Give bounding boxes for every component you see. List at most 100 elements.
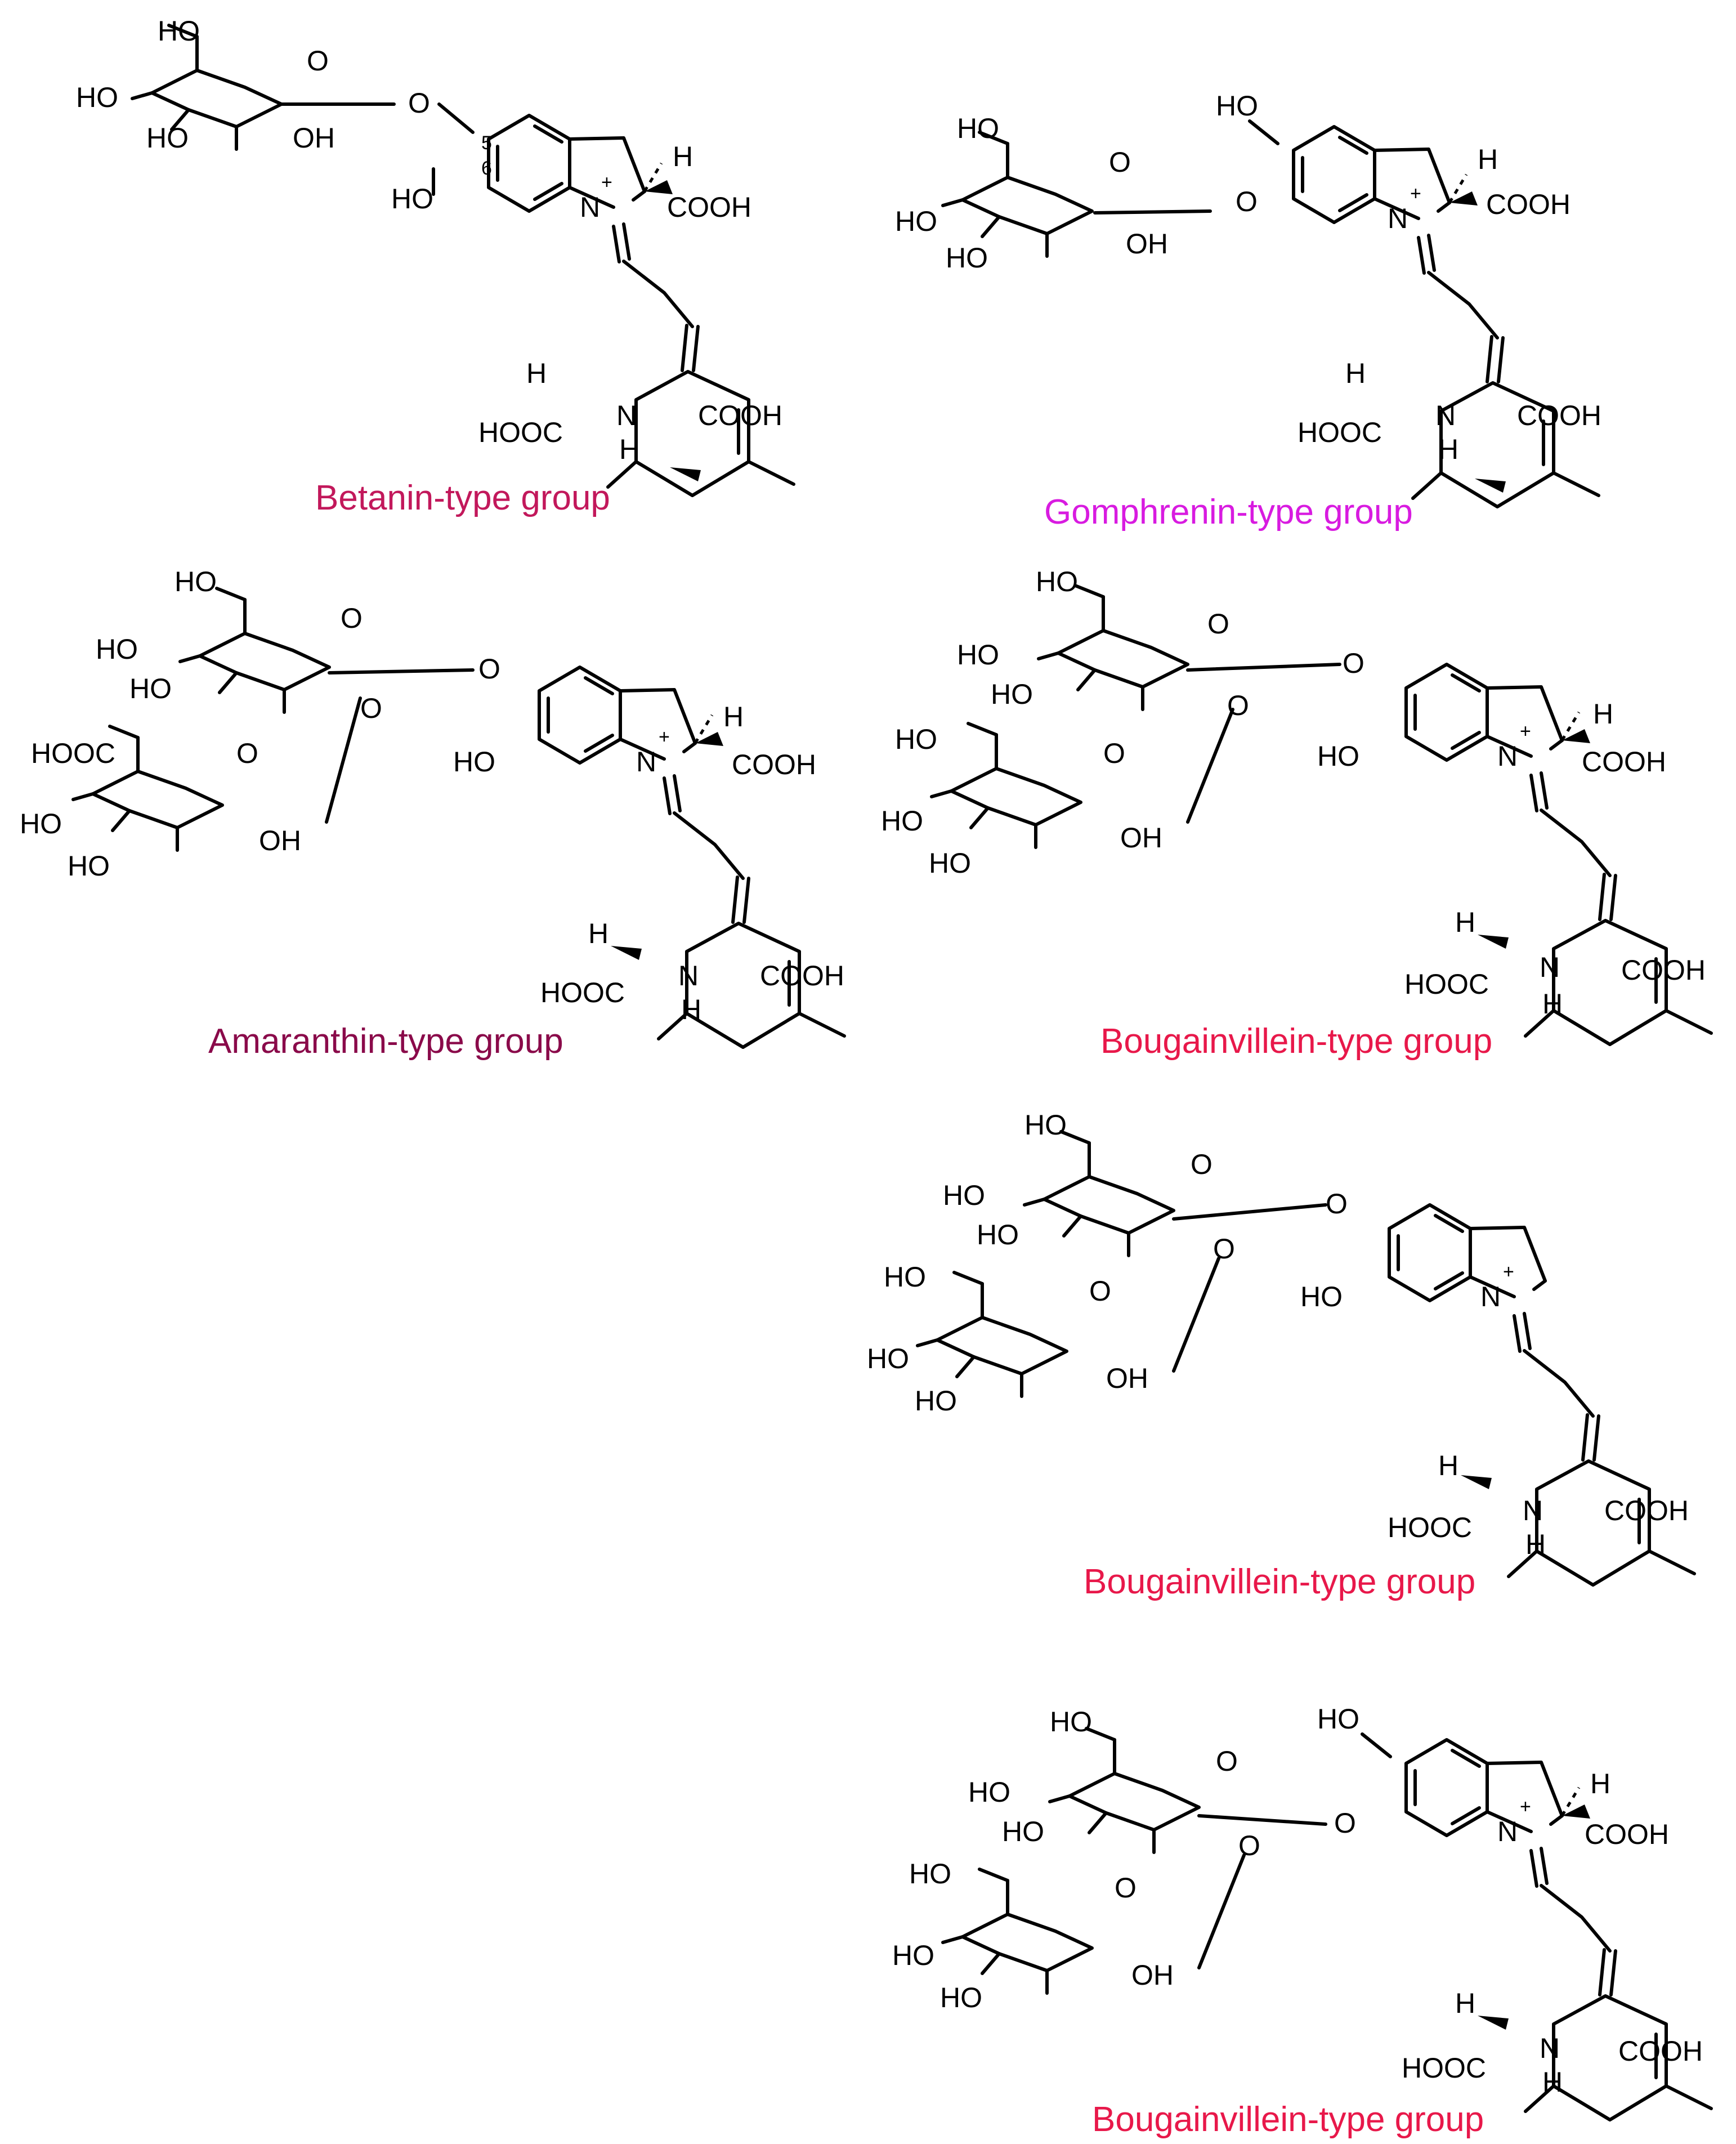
bougainvillein-2-oh: OH xyxy=(1106,1363,1148,1394)
bougainvillein-3-o-ring-2: O xyxy=(1115,1872,1137,1904)
betanin-h-1: H xyxy=(673,141,693,172)
amaranthin-cooh-2: COOH xyxy=(760,960,844,991)
bougainvillein-2-o-bridge: O xyxy=(1213,1233,1235,1265)
bougainvillein-1-ho-1: HO xyxy=(1036,566,1078,597)
gomphrenin-h-2: H xyxy=(1345,358,1366,389)
betanin-structure xyxy=(132,25,794,495)
amaranthin-h-3: H xyxy=(681,994,701,1025)
bougainvillein-1-caption: Bougainvillein-type group xyxy=(1100,1022,1492,1061)
bougainvillein-1-o-ring-1: O xyxy=(1207,608,1229,640)
amaranthin-ho-5: HO xyxy=(68,850,110,882)
bougainvillein-3-ho-4: HO xyxy=(909,1858,951,1890)
bougainvillein-1-o-link: O xyxy=(1343,647,1364,679)
amaranthin-ho-4: HO xyxy=(20,808,62,839)
bougainvillein-1-ho-6: HO xyxy=(929,847,971,879)
bougainvillein-1-h-2: H xyxy=(1455,906,1475,938)
bougainvillein-3-o-link: O xyxy=(1334,1807,1356,1839)
gomphrenin-caption: Gomphrenin-type group xyxy=(1044,493,1413,531)
bougainvillein-1-cooh-1: COOH xyxy=(1582,746,1666,778)
bougainvillein-3-cooh-1: COOH xyxy=(1585,1819,1669,1850)
bougainvillein-3-o-bridge: O xyxy=(1238,1830,1260,1861)
bougainvillein-2-o-ring-2: O xyxy=(1089,1275,1111,1307)
amaranthin-nplus: + xyxy=(659,726,670,748)
gomphrenin-hooc: HOOC xyxy=(1297,417,1382,448)
bougainvillein-1-oh: OH xyxy=(1120,822,1162,854)
bougainvillein-3-ho-3: HO xyxy=(1002,1816,1044,1847)
bougainvillein-1-ho-4: HO xyxy=(895,723,937,755)
amaranthin-hooc: HOOC xyxy=(540,977,625,1008)
bougainvillein-1-ho-2: HO xyxy=(957,639,999,671)
bougainvillein-3-n: N xyxy=(1497,1816,1518,1847)
bougainvillein-3-nplus: + xyxy=(1520,1796,1531,1817)
betanin-cooh-1: COOH xyxy=(667,191,751,223)
amaranthin-h-1: H xyxy=(723,701,744,732)
bougainvillein-1-cooh-2: COOH xyxy=(1621,954,1706,986)
betanin-h-2: H xyxy=(526,358,547,389)
bougainvillein-2-n-2: N xyxy=(1523,1495,1543,1526)
bougainvillein-1-structure xyxy=(932,586,1711,1044)
gomphrenin-h-3: H xyxy=(1438,434,1458,465)
bougainvillein-1-n: N xyxy=(1497,740,1518,772)
gomphrenin-h-1: H xyxy=(1478,144,1498,175)
bougainvillein-3-hooc: HOOC xyxy=(1402,2052,1486,2084)
bougainvillein-2-ho-4: HO xyxy=(884,1261,926,1293)
amaranthin-cooh-1: COOH xyxy=(732,749,816,780)
betanin-nplus: + xyxy=(601,172,612,193)
bougainvillein-1-o-ring-2: O xyxy=(1103,738,1125,769)
amaranthin-n: N xyxy=(636,746,656,778)
amaranthin-o-ring-2: O xyxy=(236,738,258,769)
bougainvillein-3-h-3: H xyxy=(1542,2066,1563,2098)
amaranthin-structure xyxy=(73,588,844,1047)
gomphrenin-n-2: N xyxy=(1435,400,1456,431)
amaranthin-hooc-sugar: HOOC xyxy=(31,738,115,769)
bougainvillein-2-ho-6: HO xyxy=(915,1385,957,1417)
amaranthin-oh: OH xyxy=(259,825,301,856)
amaranthin-caption: Amaranthin-type group xyxy=(208,1022,563,1061)
betanin-ho-2: HO xyxy=(76,82,118,113)
bougainvillein-3-ho-1: HO xyxy=(1050,1706,1092,1737)
amaranthin-ho-1: HO xyxy=(175,566,217,597)
betanin-caption: Betanin-type group xyxy=(315,479,610,517)
bougainvillein-2-n: N xyxy=(1480,1281,1501,1312)
bougainvillein-2-nplus: + xyxy=(1503,1261,1514,1283)
bougainvillein-2-ho-1: HO xyxy=(1024,1109,1067,1141)
bougainvillein-1-ho-3: HO xyxy=(991,678,1033,710)
bougainvillein-3-ho-5: HO xyxy=(892,1940,934,1971)
bougainvillein-2-caption: Bougainvillein-type group xyxy=(1084,1562,1475,1601)
bougainvillein-2-o-link: O xyxy=(1326,1188,1348,1220)
bougainvillein-1-nplus: + xyxy=(1520,721,1531,742)
gomphrenin-cooh-2: COOH xyxy=(1517,400,1601,431)
amaranthin-o-bridge: O xyxy=(360,693,382,724)
bougainvillein-1-h-1: H xyxy=(1593,698,1613,730)
betanin-cooh-2: COOH xyxy=(698,400,782,431)
amaranthin-h-2: H xyxy=(588,918,609,949)
amaranthin-o-link: O xyxy=(478,653,500,685)
gomphrenin-oh: OH xyxy=(1126,228,1168,260)
betanin-hooc: HOOC xyxy=(478,417,563,448)
bougainvillein-3-o-ring-1: O xyxy=(1216,1745,1238,1777)
bougainvillein-2-ho-5: HO xyxy=(867,1343,909,1374)
bougainvillein-2-ho-core: HO xyxy=(1300,1281,1343,1312)
bougainvillein-3-ho-6: HO xyxy=(940,1982,982,2013)
bougainvillein-3-cooh-2: COOH xyxy=(1618,2035,1703,2067)
betanin-ho-4: HO xyxy=(391,183,433,215)
gomphrenin-ho-2: HO xyxy=(895,206,937,237)
gomphrenin-ho-3: HO xyxy=(946,242,988,274)
bougainvillein-3-ho-2: HO xyxy=(968,1776,1010,1808)
bougainvillein-1-o-bridge: O xyxy=(1227,690,1249,721)
betanin-n: N xyxy=(580,191,600,223)
bougainvillein-2-structure xyxy=(918,1132,1694,1585)
bougainvillein-3-oh: OH xyxy=(1131,1959,1174,1991)
gomphrenin-structure xyxy=(943,119,1599,507)
betanin-pos6: 6 xyxy=(481,158,492,179)
bougainvillein-2-ho-2: HO xyxy=(943,1180,985,1211)
bougainvillein-1-n-2: N xyxy=(1540,952,1560,983)
bougainvillein-2-cooh-2: COOH xyxy=(1604,1495,1689,1526)
betanin-ho-3: HO xyxy=(146,122,189,154)
betanin-ho-1: HO xyxy=(158,15,200,47)
bougainvillein-2-ho-3: HO xyxy=(977,1219,1019,1250)
betanin-oh: OH xyxy=(293,122,335,154)
bougainvillein-2-o-ring-1: O xyxy=(1191,1149,1212,1180)
betanin-o-ring: O xyxy=(307,45,329,77)
